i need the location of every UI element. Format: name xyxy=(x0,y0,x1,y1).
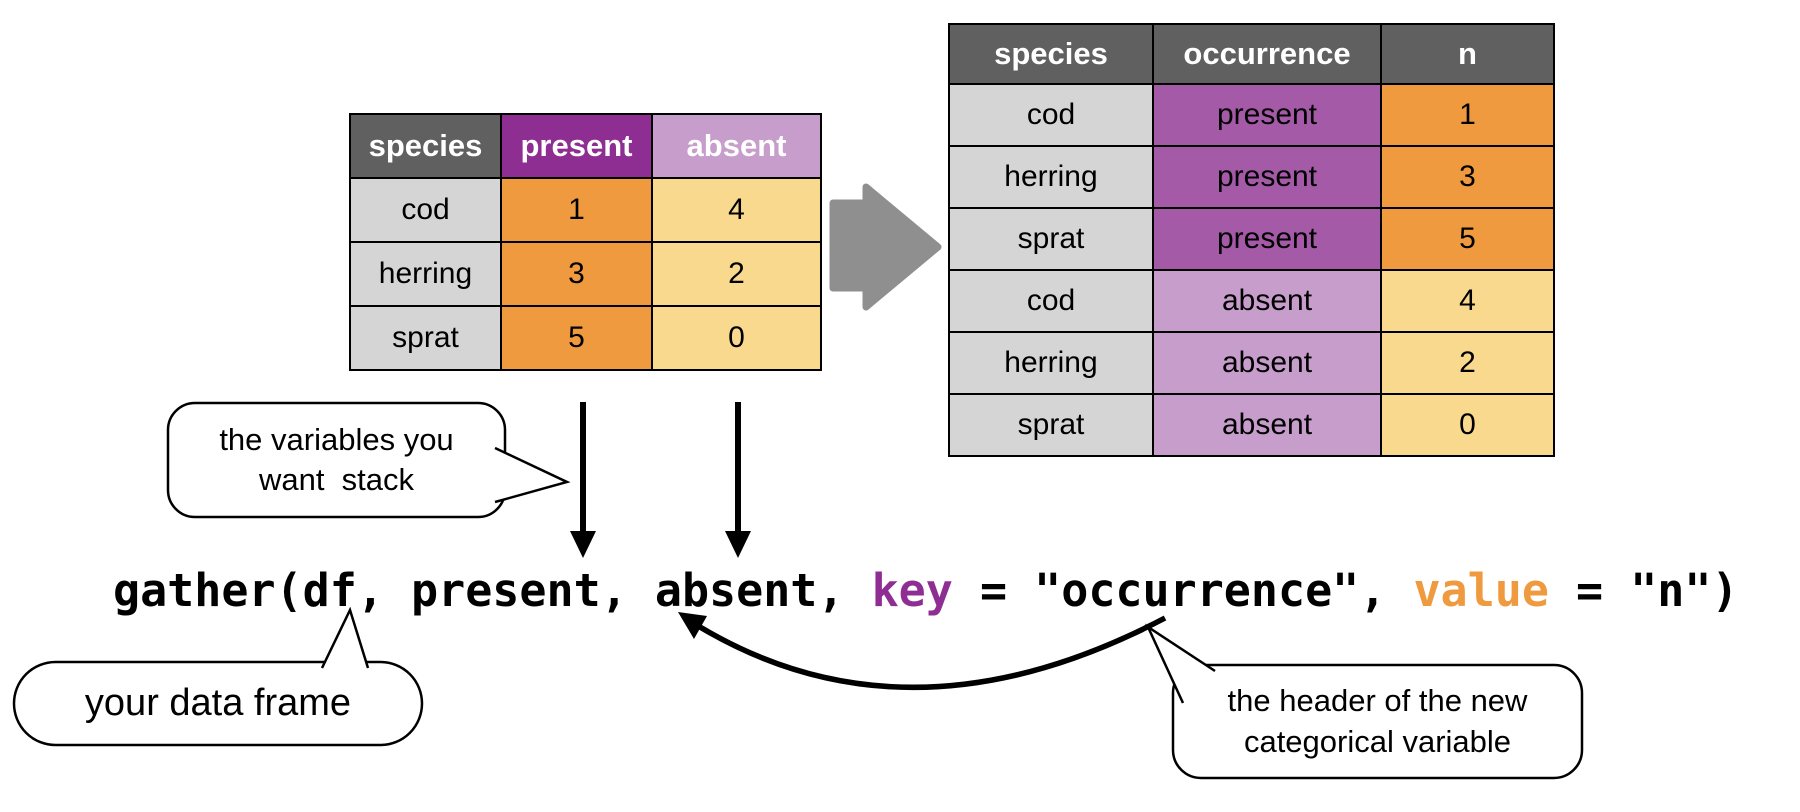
cell-species: herring xyxy=(349,241,502,307)
bubble-line: the header of the new xyxy=(1227,683,1528,719)
curved-arrow-icon xyxy=(678,612,1167,691)
cell-absent: 4 xyxy=(651,177,822,243)
cell-species: sprat xyxy=(349,305,502,371)
cell-occurrence: absent xyxy=(1152,269,1382,333)
cell-species: cod xyxy=(948,83,1154,147)
cell-n: 3 xyxy=(1380,145,1555,209)
cell-species: sprat xyxy=(948,207,1154,271)
code-call: gather(df, present, absent, xyxy=(113,564,872,617)
cell-species: herring xyxy=(948,145,1154,209)
bubble-line: your data frame xyxy=(84,682,352,724)
speech-bubble-dataframe xyxy=(12,606,424,747)
bubble-dataframe-text: your data frame xyxy=(14,662,422,745)
cell-n: 1 xyxy=(1380,83,1555,147)
code-occurrence-arg: = "occurrence", xyxy=(952,564,1414,617)
code-value-token: value xyxy=(1413,564,1549,617)
table-header-row: species occurrence n xyxy=(948,23,1555,85)
cell-absent: 0 xyxy=(651,305,822,371)
long-header-occurrence: occurrence xyxy=(1152,23,1382,85)
cell-species: cod xyxy=(948,269,1154,333)
cell-occurrence: present xyxy=(1152,207,1382,271)
cell-species: sprat xyxy=(948,393,1154,457)
bubble-line: categorical variable xyxy=(1243,723,1512,759)
cell-n: 0 xyxy=(1380,393,1555,457)
bubble-new-header-text: the header of the new categorical variab… xyxy=(1173,665,1582,778)
cell-absent: 2 xyxy=(651,241,822,307)
cell-species: herring xyxy=(948,331,1154,395)
code-line: gather(df, present, absent, key = "occur… xyxy=(113,566,1739,616)
cell-n: 5 xyxy=(1380,207,1555,271)
table-row: cod present 1 xyxy=(948,83,1555,147)
wide-table: species present absent cod 1 4 herring 3… xyxy=(349,113,822,371)
long-header-n: n xyxy=(1380,23,1555,85)
table-row: cod 1 4 xyxy=(349,177,822,243)
speech-bubble-new-header xyxy=(1145,623,1584,780)
cell-n: 2 xyxy=(1380,331,1555,395)
speech-bubble-variables xyxy=(166,401,571,519)
down-arrow-icon xyxy=(725,402,751,558)
cell-present: 5 xyxy=(500,305,653,371)
cell-occurrence: absent xyxy=(1152,393,1382,457)
table-row: herring present 3 xyxy=(948,145,1555,209)
table-row: sprat present 5 xyxy=(948,207,1555,271)
cell-present: 3 xyxy=(500,241,653,307)
table-row: sprat absent 0 xyxy=(948,393,1555,457)
cell-occurrence: absent xyxy=(1152,331,1382,395)
cell-occurrence: present xyxy=(1152,145,1382,209)
long-table: species occurrence n cod present 1 herri… xyxy=(948,23,1555,457)
right-arrow-icon xyxy=(829,183,942,311)
table-row: cod absent 4 xyxy=(948,269,1555,333)
code-key-token: key xyxy=(871,564,953,617)
table-row: herring 3 2 xyxy=(349,241,822,307)
table-row: sprat 5 0 xyxy=(349,305,822,371)
table-row: herring absent 2 xyxy=(948,331,1555,395)
bubble-line: want stack xyxy=(258,462,415,497)
cell-n: 4 xyxy=(1380,269,1555,333)
table-header-row: species present absent xyxy=(349,113,822,179)
cell-occurrence: present xyxy=(1152,83,1382,147)
bubble-line: the variables you xyxy=(219,421,454,457)
code-n-arg: = "n") xyxy=(1548,564,1739,617)
wide-header-absent: absent xyxy=(651,113,822,179)
cell-present: 1 xyxy=(500,177,653,243)
bubble-variables-text: the variables you want stack xyxy=(168,403,505,517)
long-header-species: species xyxy=(948,23,1154,85)
down-arrow-icon xyxy=(570,402,596,558)
wide-header-species: species xyxy=(349,113,502,179)
cell-species: cod xyxy=(349,177,502,243)
wide-header-present: present xyxy=(500,113,653,179)
